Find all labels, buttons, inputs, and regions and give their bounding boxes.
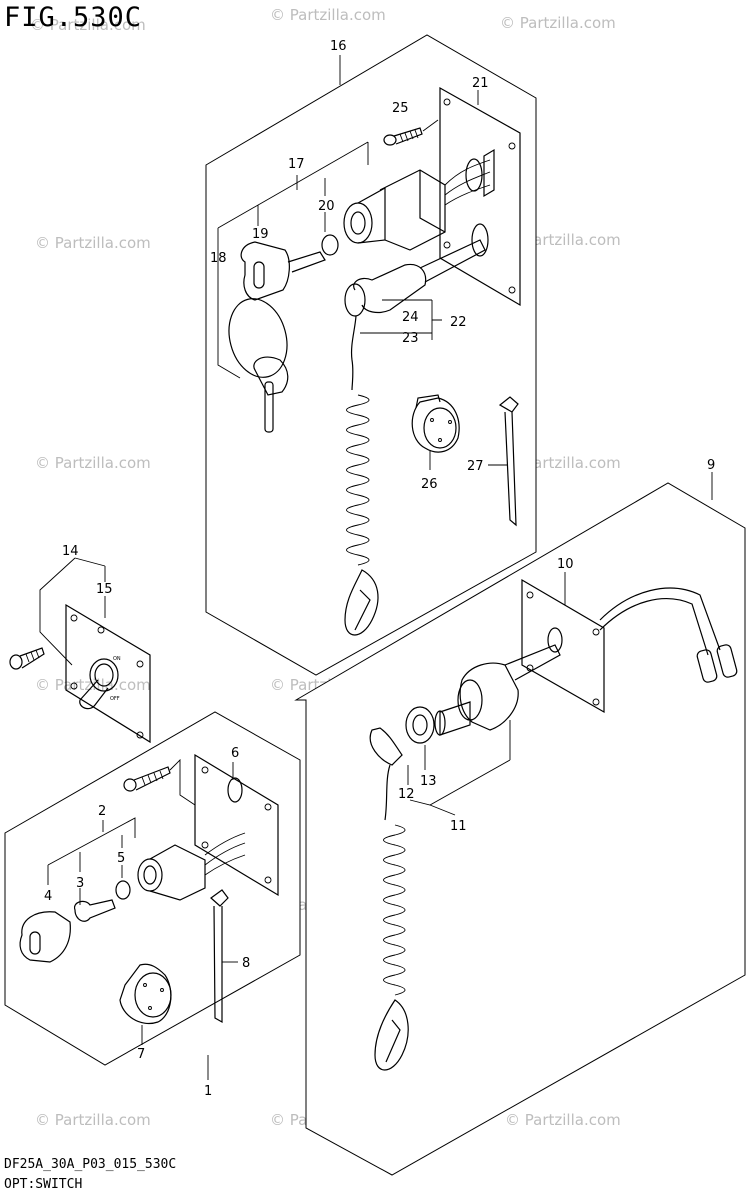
figure-code: DF25A_30A_P03_015_530C — [4, 1157, 177, 1172]
switch-on-label: ON — [113, 656, 121, 662]
callout-26: 26 — [421, 477, 438, 492]
watermark: © Partzilla.com — [270, 6, 386, 24]
key-set-18 — [228, 234, 339, 433]
kit-1-box — [4, 711, 301, 1080]
cap-26 — [411, 394, 460, 470]
stop-switch-22 — [344, 239, 486, 636]
callout-19: 19 — [252, 227, 269, 242]
callout-layer: 1 2 3 4 5 6 7 8 9 10 11 12 13 14 15 16 1… — [44, 39, 715, 1099]
callout-23: 23 — [402, 331, 419, 346]
screw-25 — [383, 119, 439, 146]
callout-1: 1 — [204, 1084, 212, 1099]
figure-caption: OPT:SWITCH — [4, 1177, 83, 1192]
callout-14: 14 — [62, 544, 79, 559]
callout-21: 21 — [472, 76, 489, 91]
callout-12: 12 — [398, 787, 415, 802]
watermark: © Partzilla.com — [500, 14, 616, 32]
watermark: © Partzilla.com — [35, 454, 151, 472]
callout-10: 10 — [557, 557, 574, 572]
watermark: © Partzilla.com — [30, 16, 146, 34]
kit-9-box — [294, 472, 746, 1176]
cable-tie-27 — [488, 396, 519, 527]
callout-17: 17 — [288, 157, 305, 172]
callout-20: 20 — [318, 199, 335, 214]
switch-14: ON OFF — [9, 557, 151, 744]
callout-8: 8 — [242, 956, 250, 971]
kit-16-box — [205, 34, 537, 676]
callout-3: 3 — [76, 876, 84, 891]
callout-25: 25 — [392, 101, 409, 116]
watermark: © Partzilla.com — [35, 1111, 151, 1129]
callout-24: 24 — [402, 310, 419, 325]
watermark: © Partzilla.com — [35, 234, 151, 252]
callout-22: 22 — [450, 315, 467, 330]
callout-18: 18 — [210, 251, 227, 266]
callout-4: 4 — [44, 889, 52, 904]
callout-13: 13 — [420, 774, 437, 789]
watermark: © Partzilla.com — [505, 1111, 621, 1129]
callout-16: 16 — [330, 39, 347, 54]
callout-6: 6 — [231, 746, 239, 761]
callout-11: 11 — [450, 819, 467, 834]
key-switch-main — [343, 148, 495, 251]
switch-off-label: OFF — [110, 696, 120, 702]
figure-title: FIG.530C — [4, 2, 143, 33]
callout-5: 5 — [117, 851, 125, 866]
callout-9: 9 — [707, 458, 715, 473]
callout-27: 27 — [467, 459, 484, 474]
callout-2: 2 — [98, 804, 106, 819]
callout-15: 15 — [96, 582, 113, 597]
callout-7: 7 — [137, 1047, 145, 1062]
